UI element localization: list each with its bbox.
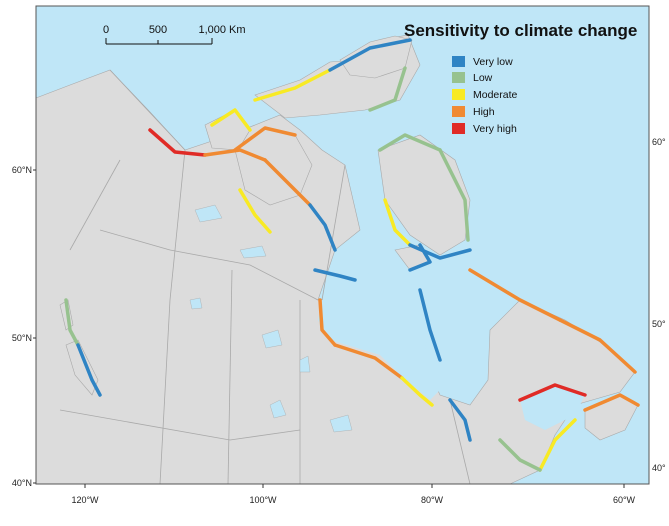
lake: [189, 297, 203, 310]
coastline-segment: [408, 243, 432, 272]
hudson-bay: [318, 270, 440, 400]
lake: [299, 355, 311, 373]
coastline-segment: [400, 376, 434, 407]
legend-swatch-very-low: [452, 56, 465, 67]
coastline-segment: [378, 133, 442, 152]
coastline-segment: [498, 438, 542, 472]
boundary-line: [449, 399, 471, 485]
lon-label-100w: 100°W: [249, 495, 277, 505]
boundary-line: [69, 159, 121, 251]
coastline-segment: [148, 128, 207, 157]
lat-label-40n: 40°N: [12, 478, 32, 488]
boundary-line: [59, 409, 231, 441]
lat-label-50n: 50°N: [12, 333, 32, 343]
coastline-segment: [518, 383, 587, 402]
legend-label-moderate: Moderate: [473, 89, 518, 101]
scale-bar: 0 500 1,000 Km: [103, 24, 246, 45]
lake: [261, 329, 283, 349]
coastline-segment: [448, 398, 472, 442]
boundaries: [59, 69, 471, 485]
boundary-line: [109, 69, 186, 151]
coastline-segment: [333, 343, 404, 380]
coastline-segment: [368, 66, 407, 112]
coastline-segment: [538, 418, 577, 472]
boundary-line: [227, 269, 233, 485]
boundary-line: [229, 429, 301, 441]
map-title: Sensitivity to climate change: [404, 21, 637, 40]
lat-label-right-40: 40°: [652, 463, 666, 473]
boundary-line: [169, 249, 319, 301]
boundary-line: [99, 229, 171, 251]
coastline-segment: [318, 298, 337, 347]
legend-swatch-very-high: [452, 123, 465, 134]
gulf-of-st-lawrence: [520, 385, 585, 430]
legend-swatch-low: [452, 72, 465, 83]
coastline-segment: [383, 198, 412, 247]
lat-label-60n: 60°N: [12, 165, 32, 175]
coastline-segment: [238, 188, 272, 234]
coastline-segment: [308, 203, 337, 252]
coastline-segment: [64, 298, 80, 347]
coastline-segment: [468, 268, 562, 322]
map-border: [35, 5, 650, 485]
coastline-segment: [263, 158, 312, 207]
coastline-segment: [418, 288, 442, 362]
lon-label-80w: 80°W: [421, 495, 444, 505]
lon-label-60w: 60°W: [613, 495, 636, 505]
legend: Very low Low Moderate High Very high: [452, 56, 518, 135]
coastline-segment: [583, 393, 640, 412]
coastline-segment: [313, 268, 357, 282]
coastline-segment: [76, 343, 102, 397]
lat-label-right-60: 60°: [652, 137, 666, 147]
legend-swatch-moderate: [452, 89, 465, 100]
inland-lakes: [189, 204, 353, 433]
legend-label-low: Low: [473, 72, 493, 84]
coastline-segment: [233, 126, 297, 152]
coastline-segment: [558, 318, 637, 374]
scale-label-500: 500: [149, 24, 167, 36]
lake: [329, 414, 353, 433]
ellesmere-island: [339, 35, 413, 79]
scale-label-1000: 1,000 Km: [198, 24, 245, 36]
legend-label-very-high: Very high: [473, 123, 517, 135]
lon-label-120w: 120°W: [71, 495, 99, 505]
boundary-line: [321, 164, 346, 301]
lake: [239, 245, 267, 259]
coastline-segment: [210, 108, 252, 132]
legend-label-high: High: [473, 106, 495, 118]
coastline-segment: [328, 38, 412, 72]
scale-label-0: 0: [103, 24, 109, 36]
legend-label-very-low: Very low: [473, 56, 513, 68]
lat-label-right-50: 50°: [652, 319, 666, 329]
boundary-line: [159, 149, 186, 485]
coastline-segment: [438, 148, 470, 242]
lake: [269, 399, 287, 419]
coastline-segment: [408, 243, 472, 260]
coastline-sensitivity: [64, 38, 640, 472]
lake: [194, 204, 223, 223]
legend-swatch-high: [452, 106, 465, 117]
coastline-segment: [253, 68, 332, 102]
coastline-segment: [203, 148, 267, 162]
